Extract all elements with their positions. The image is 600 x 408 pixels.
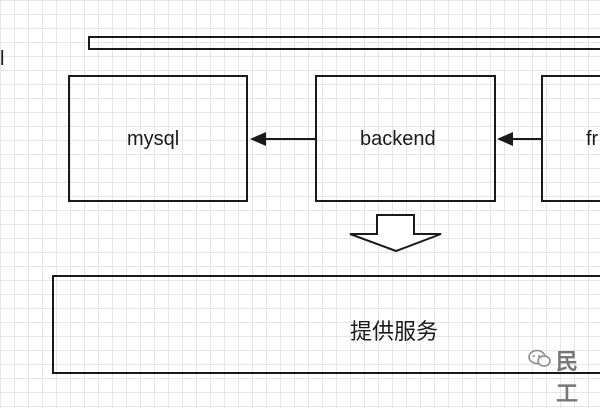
service-box-label: 提供服务 <box>350 319 439 344</box>
frontend-node <box>541 75 600 202</box>
arrow-frontend-to-backend <box>497 132 541 146</box>
backend-label: backend <box>360 128 436 150</box>
arrow-backend-to-mysql <box>250 132 315 146</box>
top-bar-box <box>88 36 600 50</box>
backend-node <box>315 75 496 202</box>
partial-left-label: l <box>0 48 5 70</box>
service-box <box>52 275 600 374</box>
mysql-node <box>68 75 248 202</box>
wechat-icon <box>528 349 551 367</box>
mysql-label: mysql <box>127 128 180 150</box>
down-hollow-arrow <box>349 214 442 253</box>
watermark-text: 民工 <box>556 349 579 406</box>
frontend-label: fr <box>586 128 599 150</box>
